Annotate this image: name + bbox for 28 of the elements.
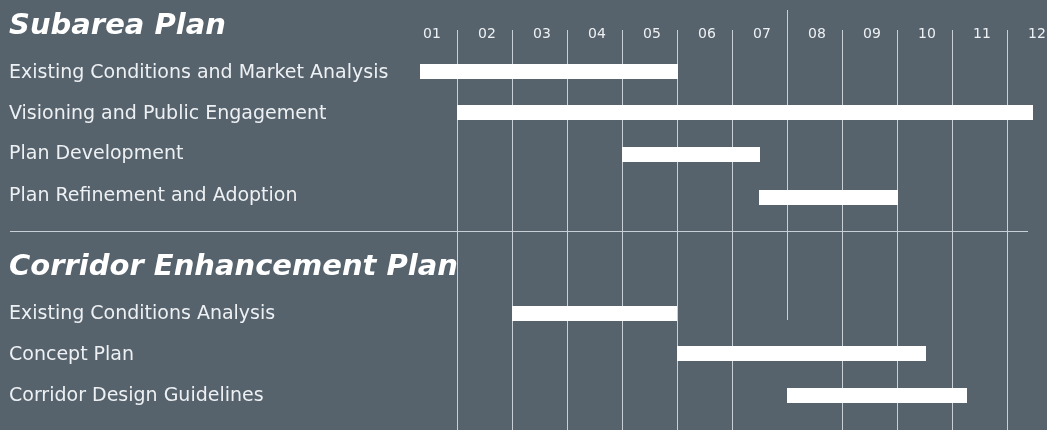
timeline-bar — [512, 306, 677, 321]
section-heading: Corridor Enhancement Plan — [9, 251, 458, 280]
month-label: 05 — [643, 26, 661, 40]
timeline-bar — [420, 64, 678, 79]
task-label: Visioning and Public Engagement — [9, 103, 327, 122]
timeline-bar — [787, 388, 967, 403]
section-heading: Subarea Plan — [9, 10, 226, 39]
month-label: 12 — [1028, 26, 1046, 40]
month-label: 04 — [588, 26, 606, 40]
task-label: Existing Conditions Analysis — [9, 303, 276, 322]
task-label: Plan Development — [9, 143, 184, 162]
timeline-bar — [677, 346, 926, 361]
month-label: 07 — [753, 26, 771, 40]
month-label: 06 — [698, 26, 716, 40]
timeline-bar — [457, 105, 1033, 120]
task-label: Existing Conditions and Market Analysis — [9, 62, 389, 81]
task-label: Plan Refinement and Adoption — [9, 185, 298, 204]
month-label: 09 — [863, 26, 881, 40]
timeline-bar — [759, 190, 898, 205]
month-label: 10 — [918, 26, 936, 40]
month-label: 02 — [478, 26, 496, 40]
timeline-bar — [622, 147, 760, 162]
month-label: 03 — [533, 26, 551, 40]
month-label: 11 — [973, 26, 991, 40]
month-label: 08 — [808, 26, 826, 40]
month-label: 01 — [423, 26, 441, 40]
task-label: Corridor Design Guidelines — [9, 385, 264, 404]
task-label: Concept Plan — [9, 344, 135, 363]
